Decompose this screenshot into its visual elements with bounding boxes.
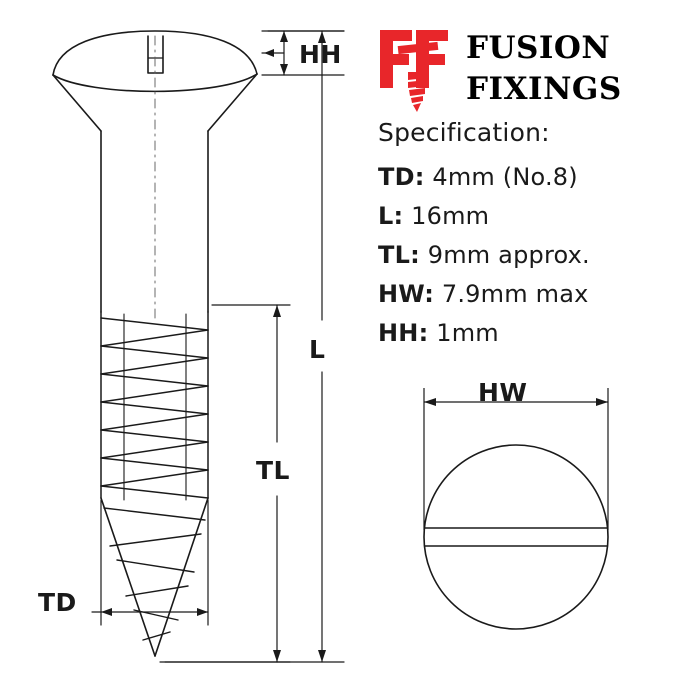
spec-row-tl: TL: 9mm approx. <box>378 236 690 275</box>
spec-value-hw: 7.9mm max <box>441 280 589 308</box>
fusion-fixings-logo-icon <box>378 26 456 112</box>
specification-block: Specification: TD: 4mm (No.8) L: 16mm TL… <box>378 118 690 353</box>
dimension-label-tl: TL <box>256 456 290 485</box>
spec-row-td: TD: 4mm (No.8) <box>378 158 690 197</box>
brand-line-2: FIXINGS <box>466 71 622 107</box>
brand-logo: FUSION FIXINGS <box>378 24 678 116</box>
spec-key-hw: HW: <box>378 280 435 308</box>
brand-line-1: FUSION <box>466 30 611 66</box>
spec-value-hh: 1mm <box>436 319 499 347</box>
slotted-raised-countersunk-wood-screw-side-view <box>52 30 345 663</box>
spec-key-hh: HH: <box>378 319 429 347</box>
spec-row-hh: HH: 1mm <box>378 314 690 353</box>
spec-row-hw: HW: 7.9mm max <box>378 275 690 314</box>
spec-value-l: 16mm <box>411 202 490 230</box>
brand-logo-text: FUSION FIXINGS <box>466 28 622 110</box>
spec-key-td: TD: <box>378 163 425 191</box>
dimension-label-hh: HH <box>299 40 342 69</box>
slotted-raised-countersunk-wood-screw-head-top-view <box>423 388 609 630</box>
spec-row-l: L: 16mm <box>378 197 690 236</box>
dimension-label-td: TD <box>38 588 77 617</box>
spec-key-tl: TL: <box>378 241 420 269</box>
spec-value-tl: 9mm approx. <box>427 241 590 269</box>
spec-key-l: L: <box>378 202 404 230</box>
specification-title: Specification: <box>378 118 550 147</box>
dimension-label-l: L <box>309 335 326 364</box>
spec-value-td: 4mm (No.8) <box>432 163 578 191</box>
dimension-label-hw: HW <box>478 378 528 407</box>
